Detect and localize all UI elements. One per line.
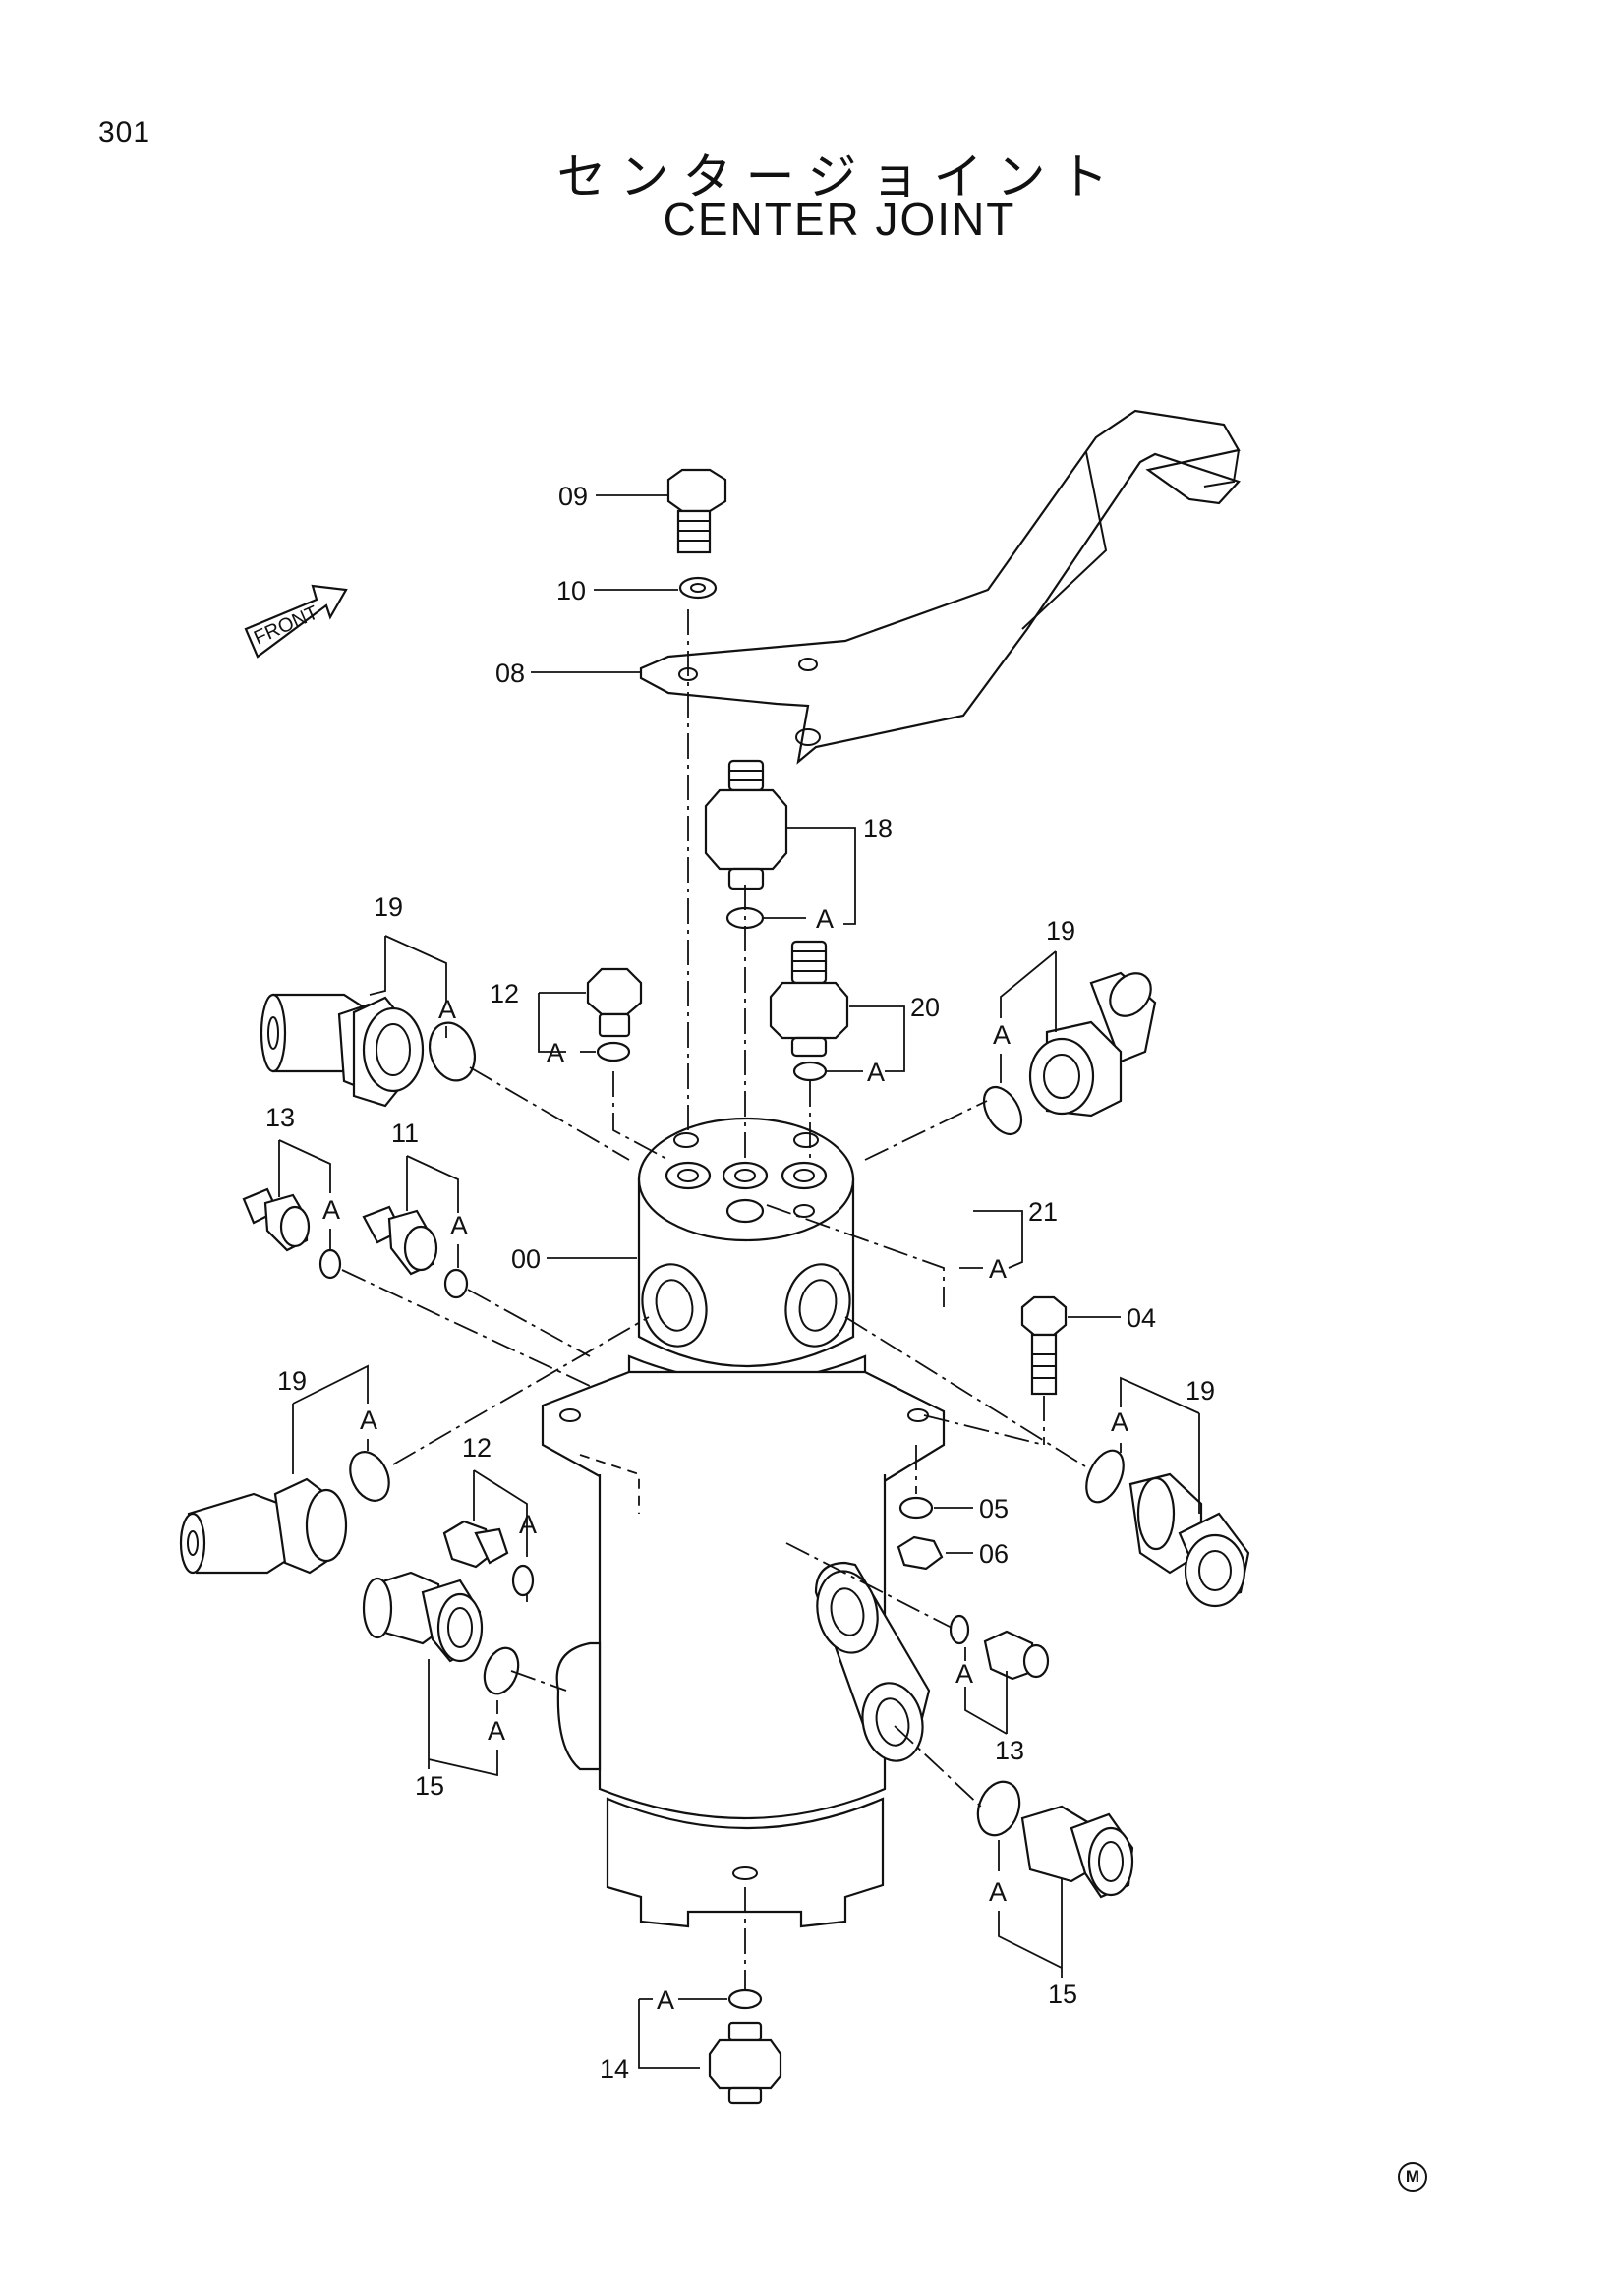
callout-10: 10: [556, 576, 586, 605]
title-english: CENTER JOINT: [663, 194, 1016, 245]
page-number: 301: [98, 116, 151, 148]
callout-21: 21: [1028, 1197, 1058, 1227]
bracket-plate: [639, 409, 1241, 765]
plug-12-bottom-icon: [442, 1520, 509, 1569]
callout-15-right: 15: [1048, 1980, 1077, 2009]
callout-13-right-a: A: [955, 1659, 973, 1689]
o-ring-14: [727, 1988, 763, 2010]
callout-15-left: 15: [415, 1771, 444, 1801]
callout-14-a: A: [657, 1985, 674, 2015]
title-japanese: センタージョイント: [556, 149, 1123, 204]
callout-06: 06: [979, 1539, 1009, 1569]
washer-05-icon: [898, 1496, 934, 1520]
centerlines: [341, 609, 1086, 1991]
bolt-09-icon: [666, 468, 727, 554]
center-joint-body: [541, 1117, 946, 1928]
callout-18-a: A: [816, 904, 834, 934]
o-ring-13-right: [949, 1614, 970, 1645]
callout-20: 20: [910, 993, 940, 1022]
elbow-19-top-left-icon: [260, 993, 425, 1108]
callout-00: 00: [511, 1244, 541, 1274]
callout-12-top-a: A: [547, 1038, 564, 1067]
callout-19-bottom-left-a: A: [360, 1406, 377, 1435]
o-ring-11: [443, 1268, 469, 1299]
fitting-14-icon: [708, 2021, 782, 2105]
callout-19-bottom-right: 19: [1186, 1376, 1215, 1406]
o-ring-15-right: [976, 1780, 1021, 1837]
callout-19-top-right: 19: [1046, 916, 1075, 946]
o-ring-12-bottom: [511, 1564, 535, 1597]
callout-13-right: 13: [995, 1736, 1024, 1765]
callout-09: 09: [558, 482, 588, 511]
callout-15-right-a: A: [989, 1877, 1007, 1907]
o-ring-13-left: [318, 1248, 342, 1280]
callout-04: 04: [1127, 1303, 1156, 1333]
callout-12-bottom-a: A: [519, 1510, 537, 1539]
o-ring-19-top-right: [982, 1086, 1023, 1135]
o-ring-15-left: [483, 1646, 520, 1695]
front-arrow-label: FRONT: [251, 602, 321, 649]
fitting-11-icon: [362, 1205, 438, 1276]
callout-21-a: A: [989, 1254, 1007, 1284]
o-ring-19-bottom-left: [349, 1451, 390, 1502]
o-ring-12-top: [596, 1041, 631, 1062]
m-mark-icon: M: [1398, 2162, 1427, 2192]
callout-19-bottom-right-a: A: [1111, 1407, 1128, 1437]
callout-labels: 09 10 08 18 A 19 A 12 A 20 A 19 A 13 A 1…: [265, 482, 1215, 2084]
o-ring-19-bottom-right: [1085, 1449, 1125, 1504]
plug-12-top-icon: [586, 967, 643, 1038]
callout-20-a: A: [867, 1058, 885, 1087]
fitting-15-right-icon: [1020, 1805, 1134, 1899]
elbow-19-bottom-left-icon: [179, 1477, 348, 1575]
nut-06-icon: [897, 1535, 944, 1571]
fitting-13-left-icon: [242, 1187, 311, 1252]
callout-08: 08: [495, 659, 525, 688]
callout-18: 18: [863, 814, 893, 843]
fitting-13-right-icon: [983, 1630, 1050, 1681]
callout-14: 14: [600, 2054, 629, 2084]
callout-12-bottom: 12: [462, 1433, 492, 1463]
elbow-19-top-right-icon: [1028, 971, 1157, 1118]
o-ring-20: [792, 1061, 828, 1082]
fitting-20-icon: [769, 940, 849, 1058]
fitting-15-left-icon: [362, 1571, 484, 1663]
bolt-04-icon: [1020, 1295, 1068, 1396]
o-ring-19-top-left: [429, 1021, 476, 1082]
callout-19-top-left: 19: [374, 892, 403, 922]
callout-11: 11: [391, 1119, 419, 1148]
callout-11-a: A: [450, 1211, 468, 1240]
callout-13-left-a: A: [322, 1195, 340, 1225]
elbow-19-bottom-right-icon: [1128, 1472, 1250, 1608]
fitting-18-icon: [704, 759, 788, 890]
callout-19-top-right-a: A: [993, 1020, 1011, 1050]
callout-05: 05: [979, 1494, 1009, 1523]
front-arrow-icon: FRONT: [244, 584, 348, 659]
leader-lines: [278, 494, 1200, 2069]
callout-19-top-left-a: A: [438, 995, 456, 1024]
callout-19-bottom-left: 19: [277, 1366, 307, 1396]
callout-15-left-a: A: [488, 1716, 505, 1746]
callout-12-top: 12: [490, 979, 519, 1008]
washer-10-icon: [678, 576, 718, 600]
callout-13-left: 13: [265, 1103, 295, 1132]
